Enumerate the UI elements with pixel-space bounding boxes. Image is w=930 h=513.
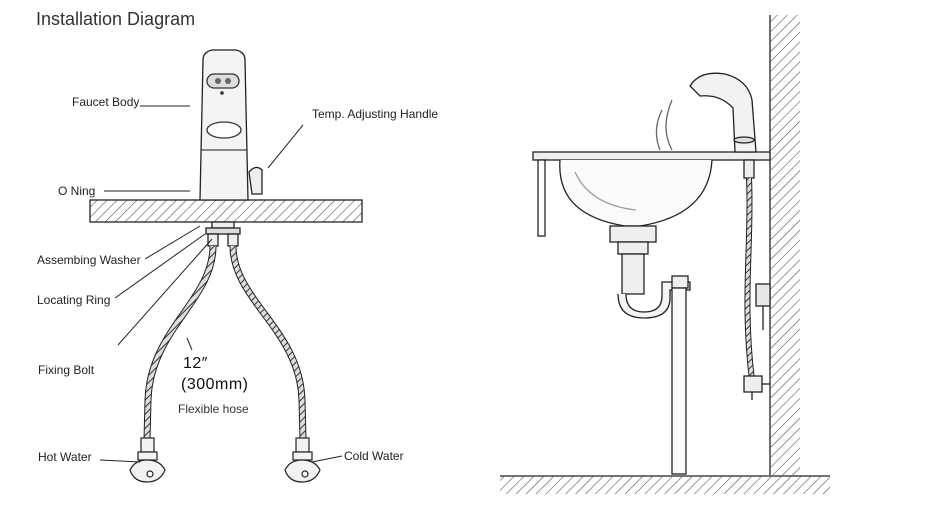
control-box <box>755 283 771 307</box>
sensor-window <box>206 73 240 89</box>
cold-water-valve <box>284 437 321 483</box>
label-o-ring: O Ning <box>58 184 96 198</box>
leader-lines <box>99 105 343 463</box>
counter-top <box>532 151 771 161</box>
label-temp-handle: Temp. Adjusting Handle <box>312 107 439 121</box>
label-locating-ring: Locating Ring <box>37 293 111 307</box>
diagram-title: Installation Diagram <box>36 9 196 29</box>
hose-caption: Flexible hose <box>178 402 249 416</box>
angle-valve <box>743 375 763 393</box>
indicator-dot <box>220 91 224 95</box>
right-installation <box>500 15 830 494</box>
basin <box>559 159 713 227</box>
flexible-hoses <box>143 245 307 441</box>
hose-length-mm: (300mm) <box>181 376 249 393</box>
label-fixing-bolt: Fixing Bolt <box>38 363 95 377</box>
waste-pipe <box>671 287 687 475</box>
hot-water-valve <box>129 437 166 483</box>
temp-handle <box>248 166 263 195</box>
label-cold-water: Cold Water <box>344 449 404 463</box>
floor-hatch <box>500 476 830 494</box>
label-assembing-washer: Assembing Washer <box>37 253 141 267</box>
wall-hatch <box>770 15 800 475</box>
hose-length-inches: 12″ <box>183 355 208 372</box>
installed-faucet <box>689 72 757 153</box>
left-faucet-group <box>89 49 363 247</box>
label-hot-water: Hot Water <box>38 450 92 464</box>
label-faucet-body: Faucet Body <box>72 95 140 109</box>
counter-slab <box>89 199 363 223</box>
